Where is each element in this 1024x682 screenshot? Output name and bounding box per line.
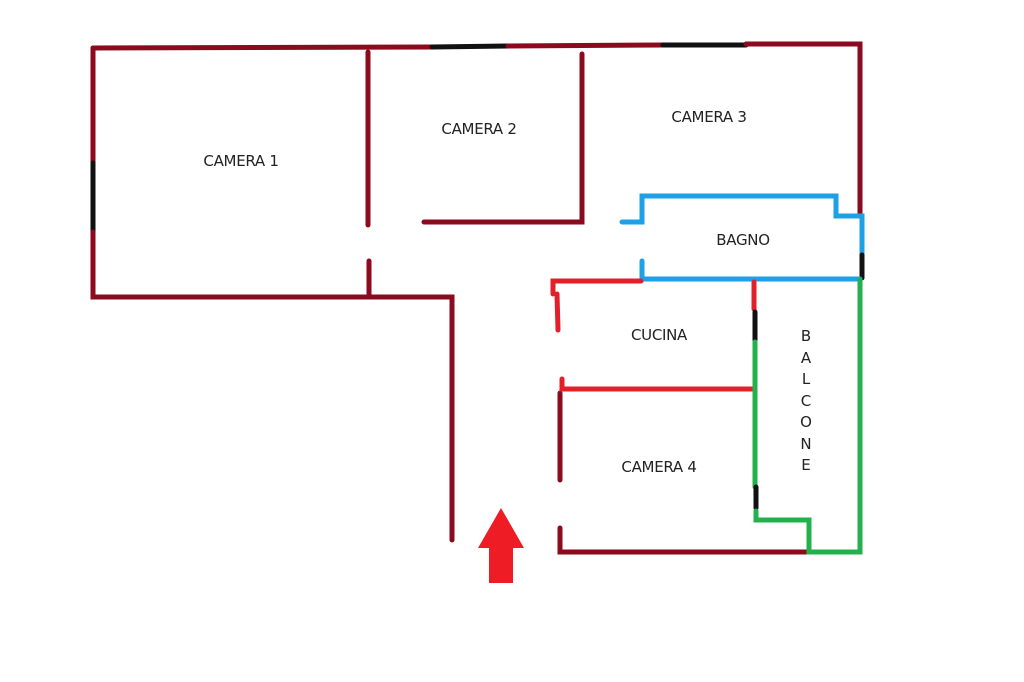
balcone-letter: L bbox=[801, 370, 811, 388]
balcone-letter: C bbox=[800, 391, 812, 410]
room-label-camera4: CAMERA 4 bbox=[621, 458, 697, 476]
room-label-cucina: CUCINA bbox=[630, 326, 688, 344]
balcone-letter: E bbox=[801, 456, 811, 474]
kitchen-walls bbox=[550, 278, 758, 392]
balcone-letter: O bbox=[800, 413, 812, 431]
balcone-letter: N bbox=[800, 434, 812, 453]
room-label-balcone: B A L C O N E bbox=[796, 326, 816, 477]
window-top-1 bbox=[429, 43, 511, 50]
entrance-arrow-icon bbox=[478, 508, 524, 583]
balcone-letter: B bbox=[800, 327, 812, 345]
room-label-camera1: CAMERA 1 bbox=[203, 152, 279, 170]
room-label-camera2: CAMERA 2 bbox=[441, 120, 517, 138]
main-walls bbox=[90, 41, 863, 555]
balcony-walls bbox=[752, 277, 863, 555]
room-label-bagno: BAGNO bbox=[716, 231, 770, 249]
room-label-camera3: CAMERA 3 bbox=[671, 108, 747, 126]
balcone-letter: A bbox=[800, 348, 812, 367]
